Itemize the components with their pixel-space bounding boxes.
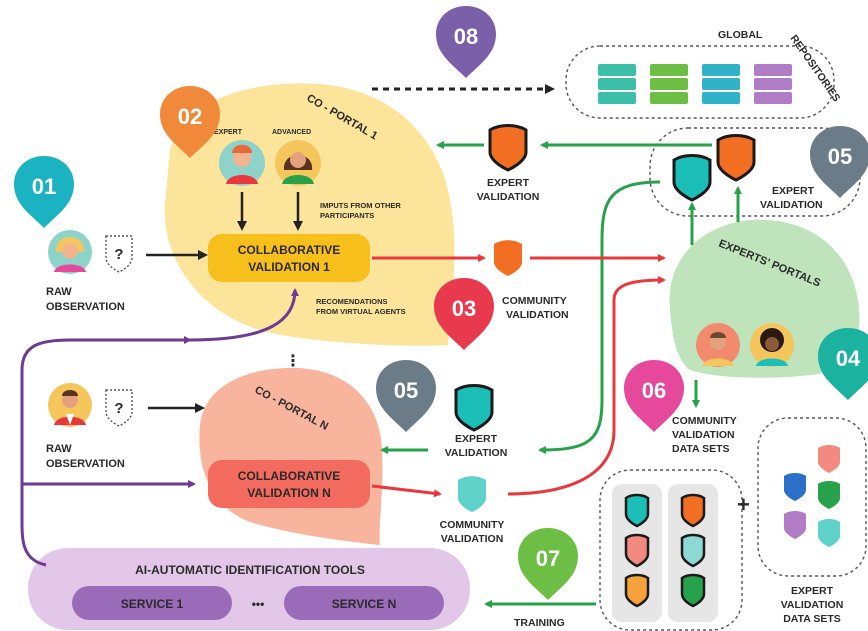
pin-06-icon: 06 — [624, 360, 684, 432]
dataset-shield-icon — [680, 533, 706, 568]
expert-val-right-line-1: EXPERT — [772, 185, 815, 197]
community-val-bottom-line-1: COMMUNITY — [440, 519, 505, 531]
service-n-button[interactable] — [284, 586, 444, 620]
advanced-tag: ADVANCED — [272, 129, 311, 136]
community-val-top-line-1: COMMUNITY — [502, 295, 567, 307]
services-ellipsis: ••• — [252, 597, 265, 611]
expert-shield-icon-right-orange — [716, 134, 756, 182]
pin-07-icon: 07 — [518, 528, 578, 600]
ai-tools-title: AI-AUTOMATIC IDENTIFICATION TOOLS — [135, 563, 365, 577]
expert-data-sets-line-3: DATA SETS — [783, 613, 841, 625]
community-shield-icon-top — [494, 240, 522, 276]
arrow-green-long — [538, 180, 661, 454]
pin-05-top-label: 05 — [828, 144, 852, 169]
pin-05-mid-label: 05 — [394, 378, 418, 403]
dataset-shield-icon — [624, 533, 650, 568]
imputs-line-1: IMPUTS FROM OTHER — [320, 201, 401, 210]
pin-02-icon: 02 — [160, 86, 220, 158]
expert-tag: EXPERT — [214, 129, 243, 136]
expert-shield-icon-right-teal — [672, 154, 712, 202]
repositories-label: REPOSITORIES — [788, 33, 843, 104]
dataset-shield-icon — [784, 511, 806, 539]
pin-08-label: 08 — [454, 24, 478, 49]
collaborative-validation-n-box — [208, 460, 370, 508]
dataset-shield-icon — [818, 445, 840, 473]
expert-data-sets-line-1: EXPERT — [791, 585, 834, 597]
expert-val-right-line-2: VALIDATION — [760, 199, 823, 211]
server-rack-icon — [598, 64, 792, 104]
training-label: TRAINING — [514, 617, 565, 629]
pin-05-icon-top: 05 — [810, 126, 868, 198]
pin-02-label: 02 — [178, 104, 202, 129]
expert-avatar — [219, 140, 265, 186]
collab-n-line-1: COLLABORATIVE — [238, 469, 340, 483]
arrow-red-bottom-2 — [507, 276, 666, 496]
expert-portal-avatar-2 — [750, 323, 794, 367]
recomendations-line-1: RECOMENDATIONS — [316, 297, 388, 306]
raw-obs-1-line-2: OBSERVATION — [46, 301, 125, 313]
pin-01-icon: 01 — [14, 156, 74, 228]
raw-obs-1-line-1: RAW — [46, 286, 72, 298]
vertical-ellipsis: ⋮ — [285, 353, 301, 370]
dataset-shield-icon — [818, 481, 840, 509]
recomendations-line-2: FROM VIRTUAL AGENTS — [316, 307, 406, 316]
community-shield-icon-bottom — [458, 476, 486, 512]
dataset-shield-icon — [624, 493, 650, 528]
expert-val-mid-line-2: VALIDATION — [445, 447, 508, 459]
expert-data-sets-box — [757, 417, 867, 577]
dataset-shield-icon — [680, 573, 706, 608]
expert-val-top-line-1: EXPERT — [487, 177, 530, 189]
raw-obs-2-line-2: OBSERVATION — [46, 458, 125, 470]
expert-shield-icon-top — [488, 124, 528, 172]
co-portal-n-bubble — [199, 367, 383, 545]
question-mark-1: ? — [114, 246, 123, 263]
service-1-button[interactable] — [72, 586, 232, 620]
question-shield-icon-1 — [105, 235, 133, 273]
dataset-shield-icon — [624, 573, 650, 608]
pin-01-label: 01 — [32, 174, 56, 199]
observer-avatar-1 — [48, 230, 92, 274]
question-shield-icon-2 — [105, 389, 133, 427]
pin-05-icon-mid: 05 — [376, 360, 436, 432]
expert-data-sets-line-2: VALIDATION — [781, 599, 844, 611]
expert-val-top-line-2: VALIDATION — [477, 191, 540, 203]
expert-val-mid-line-1: EXPERT — [455, 433, 498, 445]
collab-1-line-1: COLLABORATIVE — [238, 243, 340, 257]
dataset-shield-icon — [680, 493, 706, 528]
advanced-avatar — [275, 140, 321, 186]
dataset-shield-icon — [818, 519, 840, 547]
plus-sign: + — [737, 492, 750, 517]
pin-07-label: 07 — [536, 546, 560, 571]
pin-04-label: 04 — [836, 346, 861, 371]
community-val-top-line-2: VALIDATION — [506, 309, 569, 321]
dataset-shield-icon — [784, 473, 806, 501]
pin-04-icon: 04 — [818, 328, 868, 400]
imputs-line-2: PARTICIPANTS — [320, 211, 374, 220]
community-val-bottom-line-2: VALIDATION — [441, 533, 504, 545]
expert-portal-avatar-1 — [696, 323, 740, 367]
global-repositories-box — [565, 45, 835, 119]
pin-08-icon: 08 — [436, 6, 496, 78]
arrow-red-bottom-1 — [371, 484, 442, 498]
pin-03-label: 03 — [452, 296, 476, 321]
observer-avatar-2 — [48, 383, 92, 427]
community-data-sets-line-1: COMMUNITY — [672, 415, 737, 427]
global-label: GLOBAL — [718, 29, 763, 41]
service-n-label: SERVICE N — [332, 597, 396, 611]
expert-shield-icon-mid — [454, 384, 494, 432]
question-mark-2: ? — [114, 400, 123, 417]
raw-obs-2-line-1: RAW — [46, 443, 72, 455]
community-data-sets-line-3: DATA SETS — [672, 443, 730, 455]
service-1-label: SERVICE 1 — [121, 597, 184, 611]
arrow-purple-up — [189, 288, 299, 342]
community-data-sets-line-2: VALIDATION — [672, 429, 735, 441]
pin-06-label: 06 — [642, 378, 666, 403]
collaborative-validation-1-box — [208, 234, 370, 282]
arrow-purple-main — [20, 336, 192, 567]
collab-1-line-2: VALIDATION 1 — [248, 260, 330, 274]
collab-n-line-2: VALIDATION N — [247, 486, 331, 500]
pin-03-icon: 03 — [434, 278, 494, 350]
